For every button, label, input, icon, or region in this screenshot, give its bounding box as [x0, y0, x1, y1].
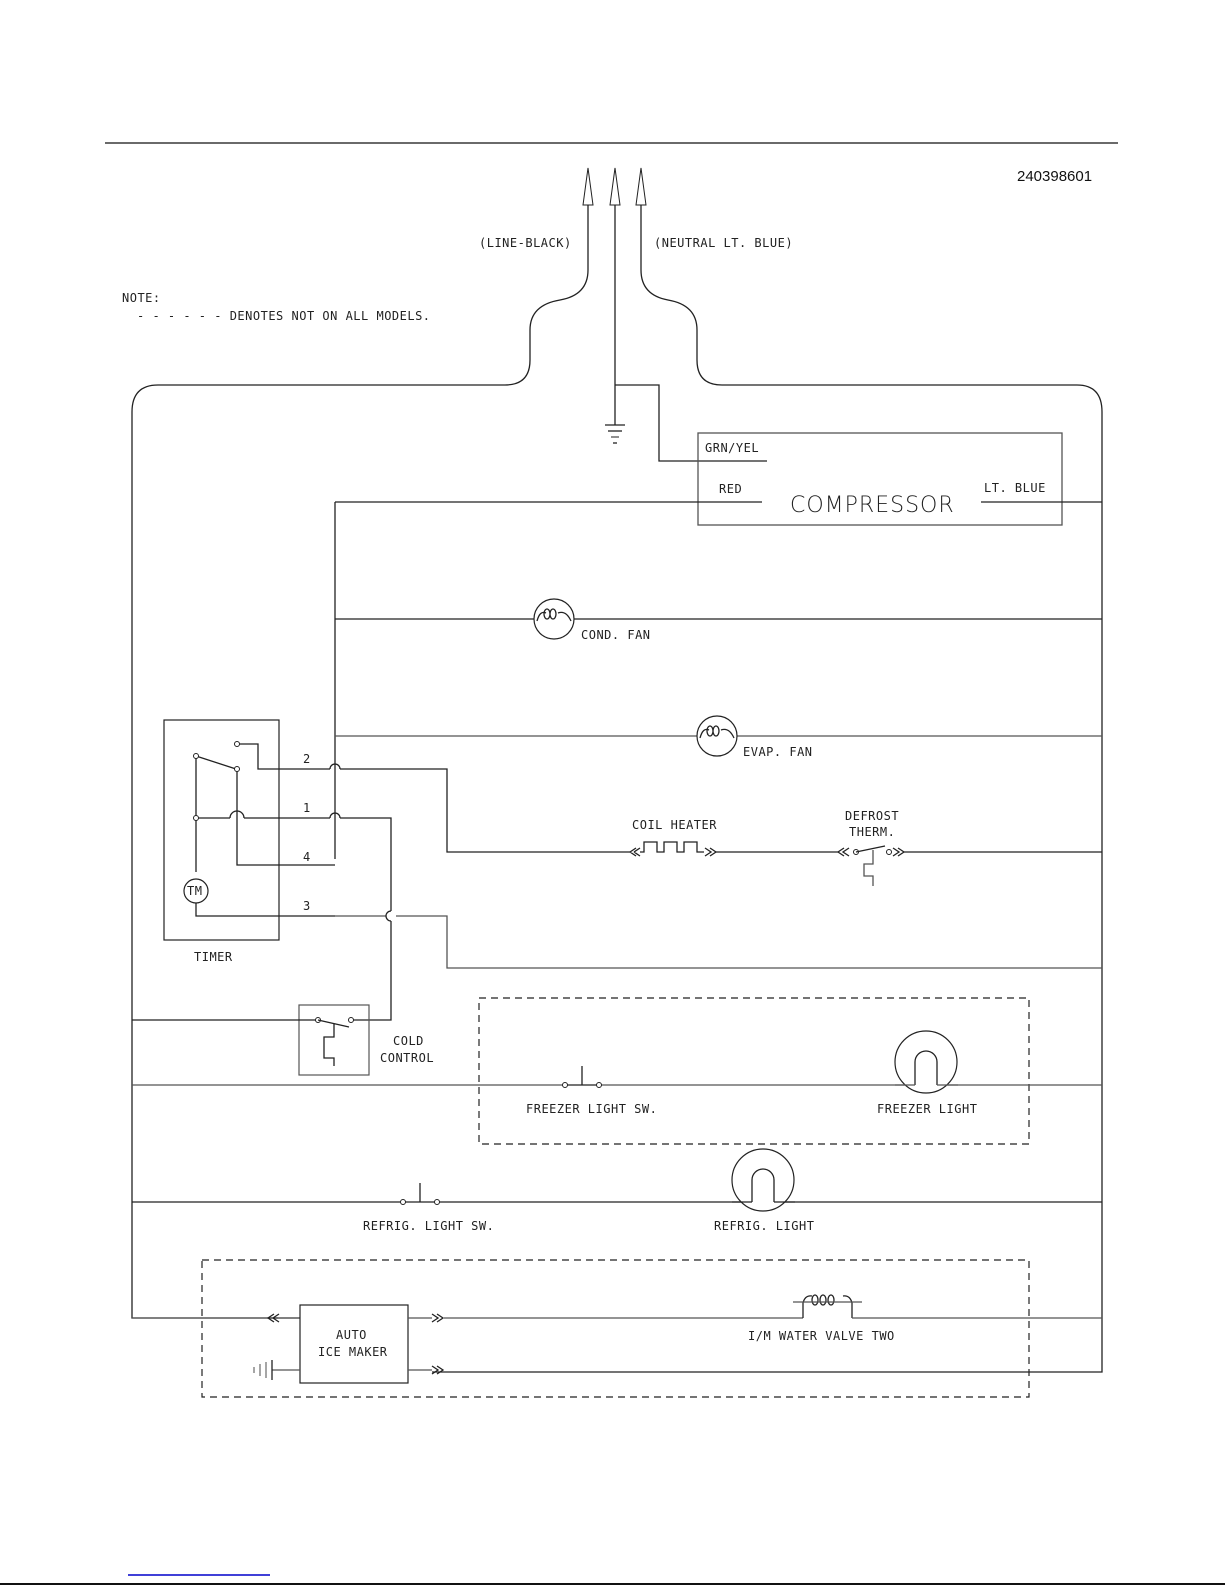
wire-crossover [329, 812, 341, 819]
neutral-label: (NEUTRAL LT. BLUE) [654, 236, 793, 250]
supply-arrows [582, 167, 647, 206]
ice-maker-label-1: AUTO [336, 1328, 367, 1342]
neutral-wire [432, 205, 1103, 1373]
ground-arrow-icon [609, 167, 621, 206]
compressor-lt-blue-label: LT. BLUE [984, 481, 1046, 495]
timer-internal-wire [195, 756, 335, 917]
cold-control-label-2: CONTROL [380, 1051, 434, 1065]
note-title: NOTE: [122, 291, 161, 305]
timer-motor-label: TM [187, 884, 202, 898]
ice-maker-connector-icon [266, 1313, 280, 1323]
timer-terminal-4: 4 [303, 850, 311, 864]
ground-to-compressor [615, 384, 767, 462]
freezer-light-switch-icon [562, 1066, 602, 1088]
ice-maker-box [299, 1304, 409, 1384]
compressor-title: COMPRESSOR [790, 493, 955, 518]
water-valve-label: I/M WATER VALVE TWO [748, 1329, 895, 1343]
cond-fan-icon [533, 598, 575, 640]
refrig-light-switch-icon [400, 1183, 440, 1205]
cold-control-box [298, 1004, 370, 1076]
timer-label: TIMER [194, 950, 233, 964]
refrig-light-label: REFRIG. LIGHT [714, 1219, 814, 1233]
wire-crossover [385, 910, 392, 922]
evap-fan-icon [696, 715, 738, 757]
timer-contact [234, 741, 240, 747]
timer-terminal-3: 3 [303, 899, 311, 913]
timer-terminal-3-wire [335, 915, 1102, 969]
wire-crossover [229, 810, 245, 819]
evap-fan-label: EVAP. FAN [743, 745, 813, 759]
line-black-label: (LINE-BLACK) [479, 236, 572, 250]
ice-maker-optional-box [201, 1259, 1030, 1398]
cond-fan-label: COND. FAN [581, 628, 651, 642]
freezer-light-icon [894, 1030, 958, 1094]
timer-contact [193, 815, 199, 821]
cold-control-contact [348, 1017, 354, 1023]
freezer-light-sw-label: FREEZER LIGHT SW. [526, 1102, 657, 1116]
timer-box [163, 719, 280, 941]
defrost-therm-label-2: THERM. [849, 825, 895, 839]
coil-heater-label: COIL HEATER [632, 818, 717, 832]
note-text: - - - - - - DENOTES NOT ON ALL MODELS. [137, 309, 431, 323]
wire-crossover [329, 763, 341, 770]
compressor-red-label: RED [719, 482, 742, 496]
timer-contact [193, 753, 199, 759]
ice-maker-ground-icon [253, 1360, 300, 1380]
ice-maker-label-2: ICE MAKER [318, 1345, 388, 1359]
line-wire [131, 205, 589, 1319]
timer-motor-icon [183, 878, 209, 904]
cold-control-switch-icon [317, 1019, 350, 1066]
coil-heater-icon [629, 841, 718, 857]
timer-terminal-2: 2 [303, 752, 311, 766]
timer-terminal-1-wire [196, 817, 392, 1021]
timer-switch-arm [195, 755, 237, 770]
ice-maker-connector-icon [431, 1365, 445, 1375]
timer-terminal-2-wire [237, 743, 630, 853]
water-valve-icon [793, 1294, 1102, 1319]
compressor-box [697, 432, 1063, 526]
refrig-light-icon [731, 1148, 795, 1212]
defrost-therm-label-1: DEFROST [845, 809, 899, 823]
document-number: 240398601 [1017, 168, 1092, 185]
defrost-thermostat-icon [836, 845, 1102, 886]
neutral-arrow-icon [635, 167, 647, 206]
ground-symbol-icon [605, 424, 625, 444]
timer-terminal-4-wire [236, 769, 335, 866]
timer-contact [234, 766, 240, 772]
timer-terminal-1: 1 [303, 801, 311, 815]
refrig-light-sw-label: REFRIG. LIGHT SW. [363, 1219, 494, 1233]
cold-control-label-1: COLD [393, 1034, 424, 1048]
freezer-light-label: FREEZER LIGHT [877, 1102, 977, 1116]
compressor-grn-yel-label: GRN/YEL [705, 441, 759, 455]
ice-maker-connector-icon [431, 1313, 445, 1323]
line-arrow-icon [582, 167, 594, 206]
